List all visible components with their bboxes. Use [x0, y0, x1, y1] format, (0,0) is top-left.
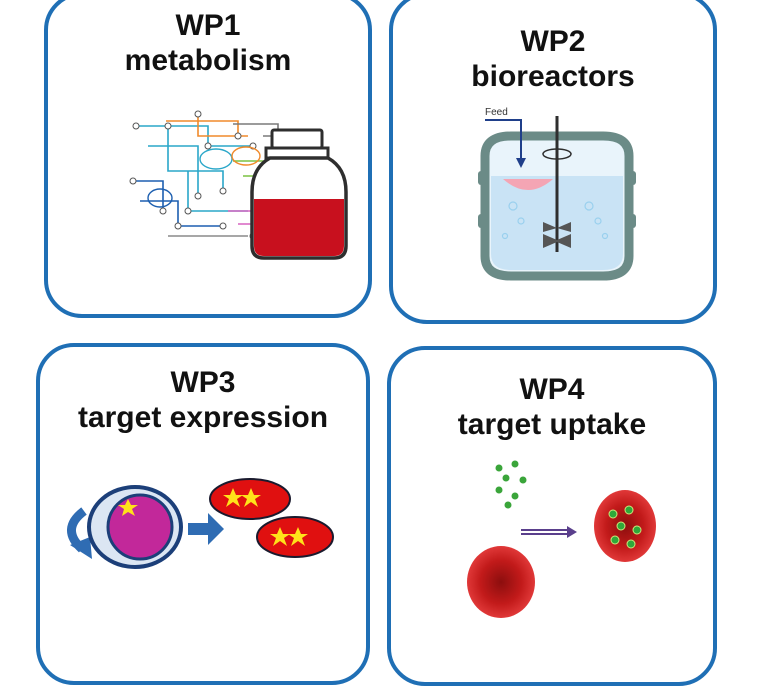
progenitor-cell-icon: [87, 485, 183, 569]
wp1-subtitle: metabolism: [124, 44, 292, 77]
wp1-panel: WP1 metabolism: [44, 0, 372, 318]
wp3-subtitle: target expression: [77, 401, 329, 434]
red-blood-cell-top: [209, 478, 291, 520]
bioreactor-illustration: Feed: [478, 107, 636, 281]
feed-arrow-icon: [485, 119, 526, 168]
wp1-title: WP1 metabolism: [48, 8, 368, 78]
wp3-title: WP3 target expression: [40, 365, 366, 435]
wp4-subtitle: target uptake: [457, 408, 647, 441]
wp4-code: WP4: [519, 373, 585, 406]
empty-red-blood-cell: [467, 546, 535, 618]
wp3-code: WP3: [170, 366, 236, 399]
culture-flask-icon: [250, 128, 348, 260]
loaded-red-blood-cell: [594, 490, 656, 562]
wp2-title: WP2 bioreactors: [393, 24, 713, 94]
curved-arrow-icon: [67, 507, 92, 559]
metabolic-network-illustration: [129, 110, 348, 260]
wp4-panel: WP4 target uptake: [387, 346, 717, 686]
wp2-subtitle: bioreactors: [471, 60, 635, 93]
wp3-panel: WP3 target expression: [36, 343, 370, 685]
red-blood-cell-bottom: [256, 516, 334, 558]
wp4-title: WP4 target uptake: [391, 372, 713, 442]
wp2-code: WP2: [520, 25, 586, 58]
pathway-cycles: [147, 146, 261, 208]
stirrer-icon: [542, 116, 572, 252]
wp2-panel: WP2 bioreactors Feed: [389, 0, 717, 324]
right-arrow-icon: [188, 513, 224, 545]
feed-label: Feed: [485, 107, 508, 118]
bubbles: [501, 201, 609, 240]
free-particles: [495, 460, 527, 509]
wp1-code: WP1: [175, 9, 241, 42]
uptake-illustration: [467, 460, 656, 618]
uptake-arrow-icon: [521, 526, 577, 538]
expression-illustration: [67, 478, 334, 569]
